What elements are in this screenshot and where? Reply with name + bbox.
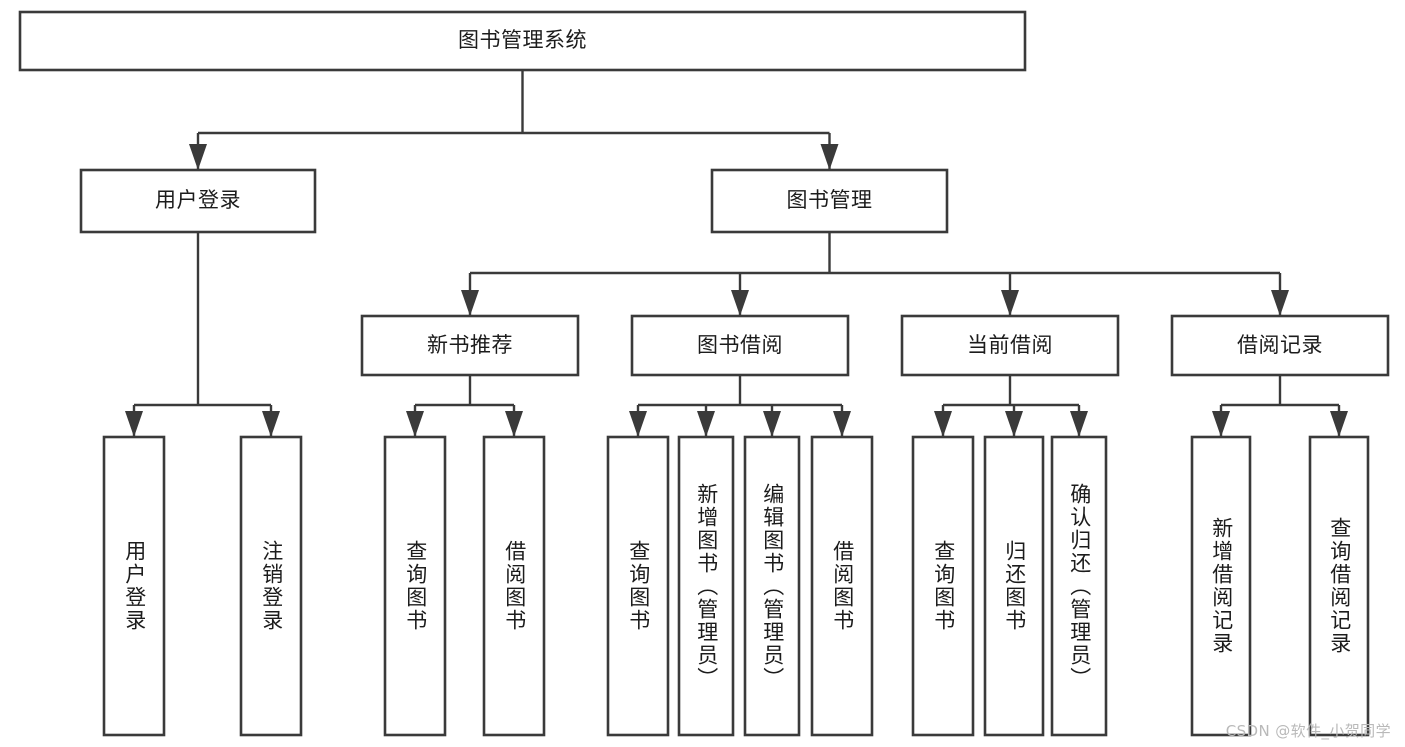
arrow-head-icon-leaf-borrow-book <box>833 411 851 437</box>
arrow-head-icon-leaf-query-book-recommend <box>406 411 424 437</box>
node-box-leaf-query-book-recommend <box>383 435 447 737</box>
node-box-leaf-user-login <box>102 435 166 737</box>
arrow-head-icon-leaf-confirm-return-admin <box>1070 411 1088 437</box>
node-box-leaf-borrow-book <box>810 435 874 737</box>
arrow-head-icon-leaf-query-book-borrow <box>629 411 647 437</box>
arrow-head-icon-leaf-return-book <box>1005 411 1023 437</box>
node-box-book-manage <box>710 168 949 234</box>
node-box-root <box>18 10 1027 72</box>
node-box-borrow-record <box>1170 314 1390 377</box>
watermark-text: CSDN @软件_小贺同学 <box>1225 722 1391 740</box>
node-box-leaf-query-borrow-record <box>1308 435 1370 737</box>
arrow-head-icon-leaf-user-login <box>125 411 143 437</box>
node-box-user-login <box>79 168 317 234</box>
arrow-head-icon-leaf-add-borrow-record <box>1212 411 1230 437</box>
node-box-book-borrow <box>630 314 850 377</box>
arrow-head-icon-user-login <box>189 144 207 170</box>
node-box-leaf-borrow-book-recommend <box>482 435 546 737</box>
arrow-head-icon-new-book-recommend <box>461 290 479 316</box>
node-box-leaf-confirm-return-admin <box>1050 435 1108 737</box>
node-box-leaf-query-book-current <box>911 435 975 737</box>
arrow-head-icon-current-borrow <box>1001 290 1019 316</box>
node-box-leaf-add-book-admin <box>677 435 735 737</box>
node-box-leaf-edit-book-admin <box>743 435 801 737</box>
arrow-head-icon-leaf-query-book-current <box>934 411 952 437</box>
node-box-leaf-logout <box>239 435 303 737</box>
arrow-head-icon-book-manage <box>820 144 839 170</box>
arrow-head-icon-leaf-query-borrow-record <box>1330 411 1348 437</box>
node-box-current-borrow <box>900 314 1120 377</box>
connector-layer <box>125 70 1348 437</box>
node-box-leaf-add-borrow-record <box>1190 435 1252 737</box>
node-box-leaf-return-book <box>983 435 1045 737</box>
arrow-head-icon-leaf-add-book-admin <box>697 411 715 437</box>
arrow-head-icon-leaf-borrow-book-recommend <box>505 411 523 437</box>
arrow-head-icon-book-borrow <box>731 290 749 316</box>
arrow-head-icon-leaf-logout <box>262 411 280 437</box>
arrow-head-icon-leaf-edit-book-admin <box>763 411 781 437</box>
node-box-new-book-recommend <box>360 314 580 377</box>
node-box-leaf-query-book-borrow <box>606 435 670 737</box>
node-box-layer <box>18 10 1390 737</box>
arrow-head-icon-borrow-record <box>1271 290 1289 316</box>
